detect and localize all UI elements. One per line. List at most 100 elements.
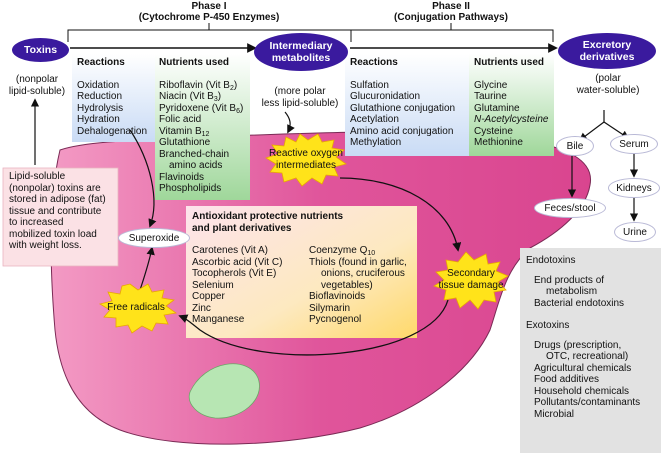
ros-starburst	[265, 133, 347, 187]
phase2-reactions-header: Reactions	[350, 57, 398, 68]
excretory-note: (polar water-soluble)	[576, 73, 640, 96]
phase2-reactions-box	[345, 54, 469, 156]
list-item: Manganese	[192, 314, 245, 325]
list-item: amino acids	[169, 160, 223, 171]
list-item: onions, cruciferous	[321, 268, 405, 279]
list-item: Food additives	[534, 374, 600, 385]
toxins-label: Toxins	[23, 44, 58, 56]
list-item: Folic acid	[159, 114, 202, 125]
list-item: Bacterial endotoxins	[534, 297, 625, 309]
kidneys-label: Kidneys	[616, 182, 652, 194]
list-item: Drugs (prescription,	[534, 339, 622, 351]
phase2-nutrients: Nutrients used Glycine Taurine Glutamine…	[474, 57, 548, 149]
list-item: Household chemicals	[534, 385, 630, 397]
endotoxins-title: Endotoxins	[526, 255, 576, 266]
exotoxins: Exotoxins Drugs (prescription, OTC, recr…	[526, 320, 640, 420]
lipid-note: Lipid-soluble (nonpolar) toxins are stor…	[9, 171, 106, 251]
list-item: Riboflavin (Vit B2)	[159, 79, 238, 92]
toxin-sources-box	[520, 248, 661, 453]
free-radicals-starburst	[98, 283, 178, 334]
list-item: Glycine	[474, 79, 508, 91]
list-item: Flavinoids	[159, 171, 205, 183]
urine-oval: Urine	[614, 222, 656, 242]
list-item: Hydrolysis	[77, 102, 124, 114]
list-item: Niacin (Vit B3)	[159, 91, 222, 103]
phase1-subtitle: (Cytochrome P-450 Enzymes)	[138, 12, 280, 23]
list-item: Hydration	[77, 114, 120, 125]
superoxide-oval: Superoxide	[118, 228, 190, 248]
phase1-reactions-box	[72, 54, 155, 142]
list-item: End products of	[534, 274, 605, 286]
kidneys-oval: Kidneys	[608, 178, 660, 198]
list-item: Selenium	[192, 279, 234, 291]
list-item: Pyridoxene (Vit B6)	[159, 102, 244, 115]
list-item: Taurine	[474, 91, 507, 102]
superoxide-label: Superoxide	[128, 232, 180, 244]
intermediary-note: (more polar less lipid-soluble)	[261, 86, 339, 109]
bile-label: Bile	[566, 140, 584, 152]
list-item: Pollutants/contaminants	[534, 397, 641, 408]
list-item: Pycnogenol	[309, 314, 362, 325]
list-item: Glutathione conjugation	[350, 102, 456, 114]
lipid-note-box	[2, 167, 119, 267]
list-item: Coenzyme Q10	[309, 245, 376, 257]
list-item: Sulfation	[350, 79, 389, 91]
list-item: Cysteine	[474, 125, 513, 137]
list-item: N-Acetylcysteine	[474, 114, 549, 125]
feces-oval: Feces/stool	[534, 198, 606, 218]
endotoxins: Endotoxins End products of metabolism Ba…	[526, 255, 624, 309]
list-item: vegetables)	[321, 279, 373, 291]
phase2-reactions: Reactions Sulfation Glucuronidation Glut…	[350, 57, 455, 149]
feces-label: Feces/stool	[544, 202, 596, 214]
list-item: Copper	[192, 291, 225, 302]
secondary-starburst	[433, 251, 509, 310]
phase1-reactions: Reactions Oxidation Reduction Hydrolysis…	[77, 57, 147, 137]
antioxidant-col2: Coenzyme Q10 Thiols (found in garlic, on…	[309, 245, 407, 326]
list-item: Tocopherols (Vit E)	[192, 268, 277, 279]
antioxidant-col1: Carotenes (Vit A) Ascorbic acid (Vit C) …	[192, 245, 282, 326]
secondary-damage-label: Secondary tissue damage	[438, 268, 504, 291]
antioxidant-box	[186, 206, 417, 338]
phase1-title: Phase I	[191, 1, 227, 12]
list-item: Glucuronidation	[350, 91, 421, 102]
phase1-nutrients: Nutrients used Riboflavin (Vit B2) Niaci…	[159, 57, 243, 195]
phase2-nutrients-header: Nutrients used	[474, 57, 545, 68]
list-item: Acetylation	[350, 114, 399, 125]
phase2-nutrients-box	[469, 54, 554, 156]
list-item: Agricultural chemicals	[534, 362, 632, 374]
list-item: OTC, recreational)	[546, 351, 629, 362]
list-item: Oxidation	[77, 79, 120, 91]
list-item: Carotenes (Vit A)	[192, 245, 268, 256]
list-item: Zinc	[192, 302, 211, 314]
phase1-reactions-header: Reactions	[77, 57, 125, 68]
list-item: Ascorbic acid (Vit C)	[192, 256, 283, 268]
exotoxins-title: Exotoxins	[526, 320, 570, 331]
list-item: Glutamine	[474, 102, 520, 114]
toxins-oval: Toxins	[12, 38, 69, 62]
list-item: Reduction	[77, 91, 123, 102]
serum-oval: Serum	[610, 134, 658, 154]
list-item: Methylation	[350, 137, 402, 148]
phase1-nutrients-header: Nutrients used	[159, 57, 230, 68]
urine-label: Urine	[623, 226, 647, 238]
list-item: Glutathione	[159, 137, 211, 148]
list-item: Phospholipids	[159, 183, 222, 194]
toxins-note: (nonpolar lipid-soluble)	[8, 74, 66, 97]
list-item: Microbial	[534, 408, 575, 420]
phase1-nutrients-box	[155, 54, 250, 200]
list-item: Silymarin	[309, 302, 351, 314]
list-item: Vitamin B12	[159, 125, 210, 138]
antioxidant-title: Antioxidant protective nutrients and pla…	[192, 211, 344, 234]
phase2-title: Phase II	[432, 1, 470, 12]
list-item: Amino acid conjugation	[350, 125, 454, 137]
serum-label: Serum	[619, 138, 649, 150]
list-item: Bioflavinoids	[309, 291, 366, 302]
list-item: Thiols (found in garlic,	[309, 256, 407, 268]
gallbladder-shape	[188, 363, 260, 419]
list-item: Methionine	[474, 137, 523, 148]
ros-label: Reactive oxygen intermediates	[269, 148, 343, 171]
